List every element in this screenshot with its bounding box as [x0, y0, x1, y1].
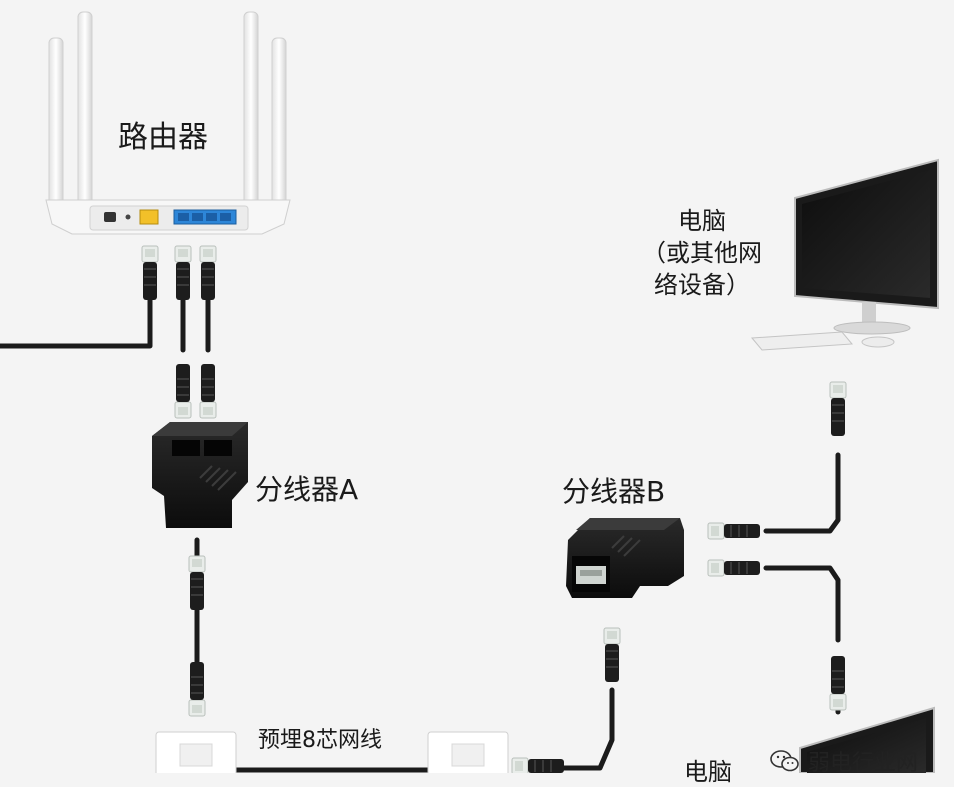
reset-button-icon — [125, 214, 131, 220]
splitter-b-label: 分线器B — [562, 475, 666, 508]
watermark: 弱电行业网 — [770, 748, 918, 776]
computer-top — [750, 158, 939, 351]
rj45-plug-horizontal — [707, 559, 761, 577]
wechat-icon — [770, 749, 799, 771]
wall-to-splitter-b-cable — [517, 687, 615, 771]
router-antenna — [271, 37, 287, 209]
rj45-plug-horizontal — [707, 522, 761, 540]
power-port-icon — [104, 212, 116, 222]
rj45-plug — [603, 627, 621, 683]
splitter-a-label: 分线器A — [255, 473, 359, 506]
router-antenna — [48, 37, 64, 209]
buried-cable-label: 预埋8芯网线 — [258, 728, 382, 753]
computer-top-label-line: （或其他网 — [642, 239, 762, 267]
wall-plate — [427, 731, 509, 773]
computer-bottom-label: 电脑 — [684, 758, 732, 786]
wall-plate — [155, 731, 237, 773]
splitter-a — [152, 422, 248, 528]
splitter-b-to-pc1-cable — [763, 452, 841, 534]
watermark-text: 弱电行业网 — [808, 750, 919, 776]
router-antenna — [77, 11, 93, 209]
wan-cable — [0, 297, 153, 349]
rj45-plug — [174, 245, 192, 301]
rj45-plug — [199, 363, 217, 419]
rj45-plug — [829, 655, 847, 711]
router-label: 路由器 — [118, 120, 208, 155]
rj45-plug — [199, 245, 217, 301]
rj45-plug — [174, 363, 192, 419]
router-antenna — [243, 11, 259, 209]
keyboard — [750, 331, 854, 351]
rj45-plug — [188, 661, 206, 717]
computer-top-label-line: 络设备） — [654, 271, 750, 299]
splitter-b-to-pc2-cable — [763, 565, 841, 643]
splitter-b — [566, 518, 684, 598]
computer-top-label: 电脑 （或其他网 络设备） — [642, 205, 762, 301]
computer-top-label-line: 电脑 — [678, 207, 726, 235]
mouse — [861, 336, 895, 348]
rj45-plug — [829, 381, 847, 437]
router — [45, 11, 291, 235]
rj45-plug — [188, 555, 206, 611]
wan-port-icon — [139, 209, 159, 225]
rj45-plug — [141, 245, 159, 301]
computer-bottom — [799, 706, 935, 773]
rj45-plug-horizontal — [511, 757, 565, 773]
